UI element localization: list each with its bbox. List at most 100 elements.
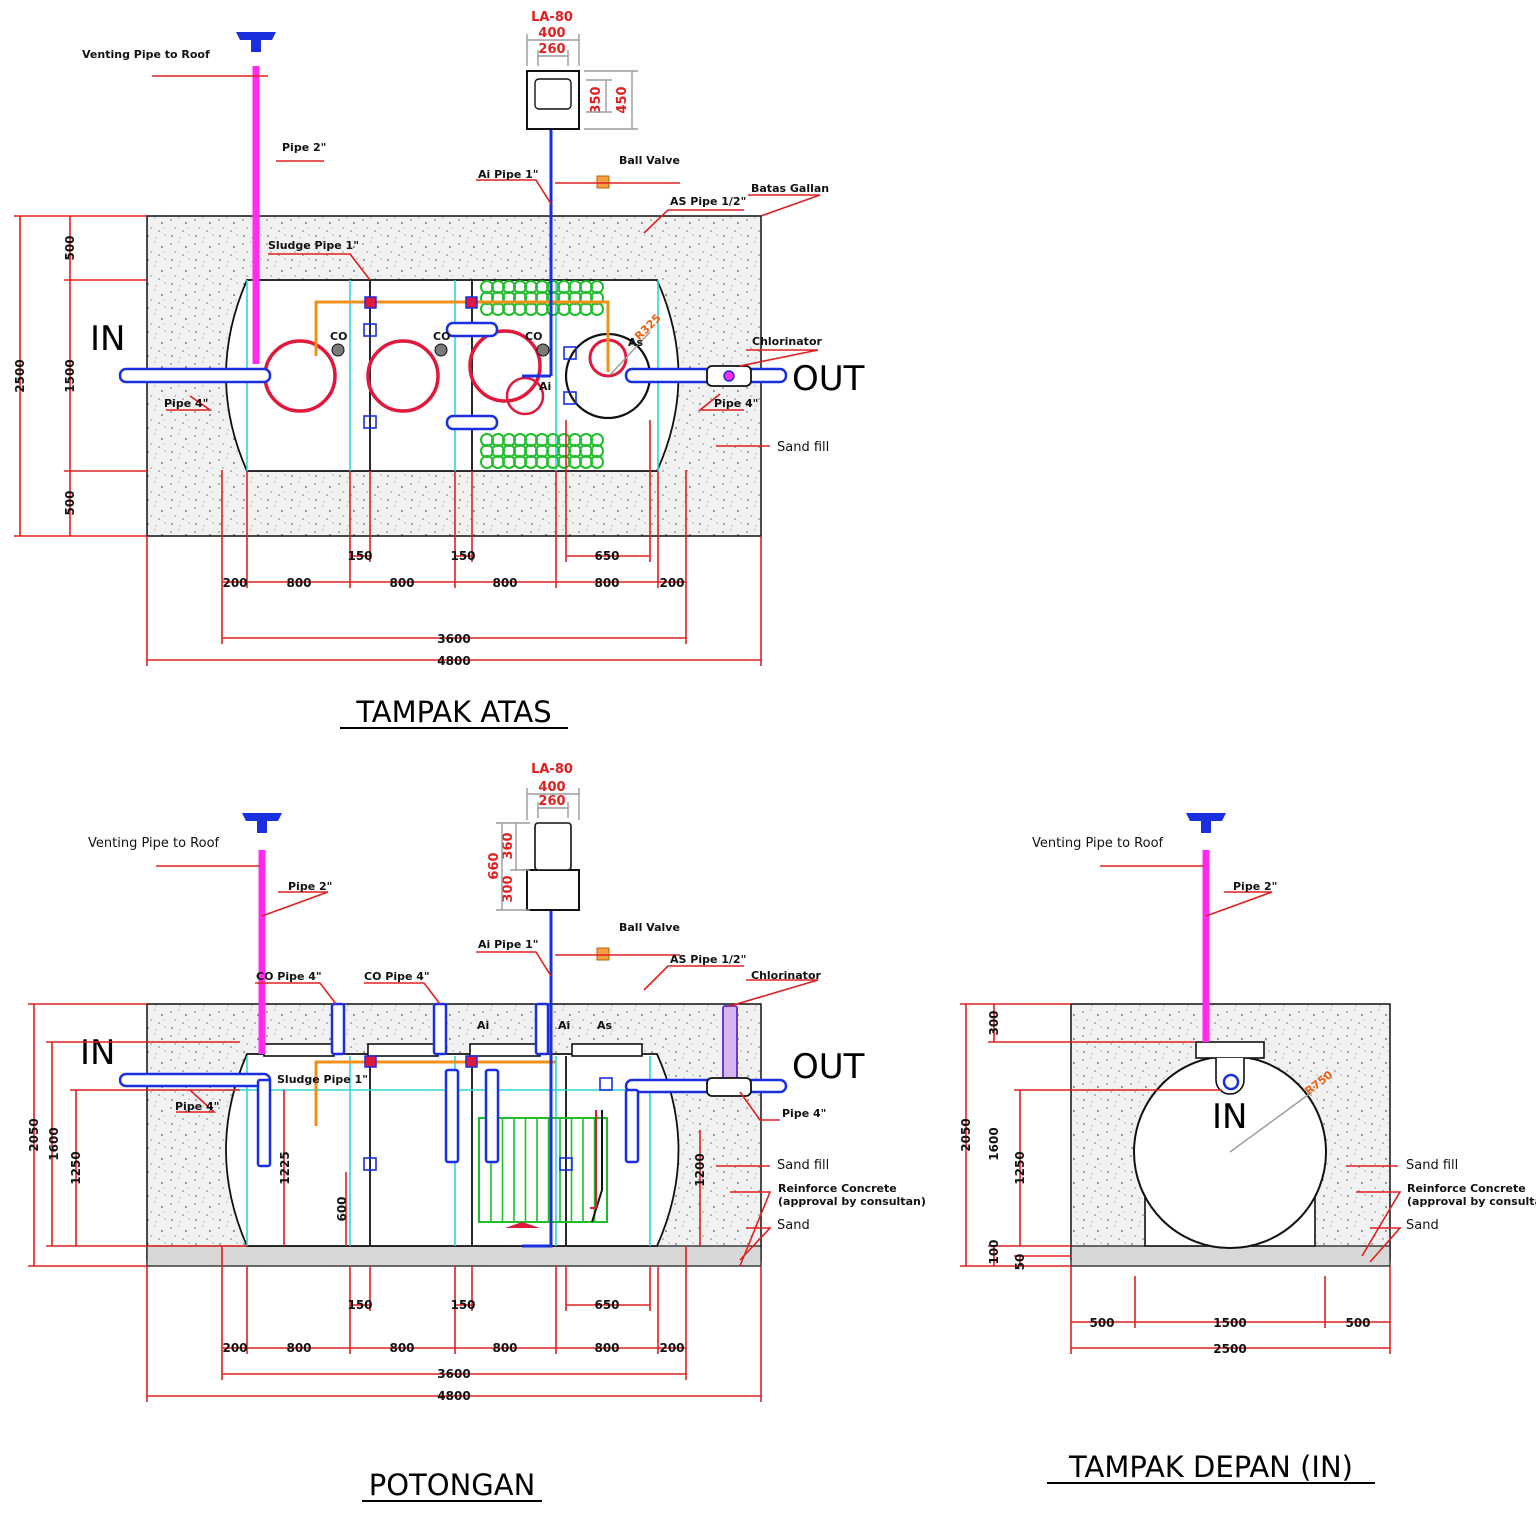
pipe-joint-icon: [599, 1077, 613, 1091]
section-view: LA-80 400 260 660 360 300 Venting Pipe t…: [27, 762, 926, 1502]
front-view: Venting Pipe to Roof Pipe 2" IN R750 San…: [959, 813, 1536, 1484]
valve-icon: [465, 296, 478, 309]
label-co: CO: [433, 330, 450, 343]
media-ring: [590, 455, 604, 469]
dim-text: 800: [492, 1341, 517, 1355]
dim-text: 150: [450, 1298, 475, 1312]
cleanout-icon: [536, 343, 550, 357]
dim-text: 260: [538, 794, 565, 809]
section-co-pipe: [330, 1002, 346, 1056]
top-blower-model: LA-80: [531, 10, 573, 25]
section-co-pipe: [534, 1002, 550, 1056]
top-view: LA-80 400 260 350 450 Venting Pipe to Ro…: [13, 10, 865, 729]
leader-lines: [152, 75, 821, 447]
label-co-pipe: CO Pipe 4": [364, 970, 430, 983]
section-manhole: [469, 1043, 541, 1057]
dim-text: 4800: [437, 654, 470, 668]
dim-text: 400: [538, 780, 565, 795]
dim-text: 2050: [959, 1118, 973, 1151]
dim-text: 150: [347, 1298, 372, 1312]
label-in: IN: [80, 1033, 115, 1073]
blower-icon: [534, 822, 572, 871]
label-reinforce-concrete: Reinforce Concrete: [778, 1182, 897, 1195]
chlorinator-core-icon: [723, 370, 735, 382]
label-pipe4-out: Pipe 4": [782, 1107, 826, 1120]
section-outlet-pipe: [624, 1078, 788, 1094]
label-chlorinator: Chlorinator: [751, 969, 821, 982]
front-sand-base: [1070, 1245, 1391, 1267]
vent-cap-icon: [242, 813, 282, 833]
label-ai: Ai: [539, 380, 551, 393]
label-sand: Sand: [1406, 1218, 1439, 1233]
top-media-grid: [480, 433, 604, 469]
front-inlet-pipe: [1222, 1073, 1240, 1091]
vent-cap-icon: [236, 32, 276, 52]
label-out: OUT: [792, 1047, 865, 1087]
ball-valve-icon: [596, 175, 610, 189]
dim-text: 1250: [69, 1151, 83, 1184]
section-co-pipe: [432, 1002, 448, 1056]
dim-text: 200: [659, 1341, 684, 1355]
dim-lines-bottom: [146, 420, 762, 666]
valve-icon: [465, 1055, 478, 1068]
label-chlorinator: Chlorinator: [752, 335, 822, 348]
section-manhole: [571, 1043, 643, 1057]
section-manhole: [263, 1043, 335, 1057]
label-as-pipe: AS Pipe 1/2": [670, 195, 746, 208]
dim-text: 4800: [437, 1389, 470, 1403]
dim-text: 500: [63, 235, 77, 260]
label-sand: Sand: [777, 1218, 810, 1233]
pipe-joint-icon: [363, 323, 377, 337]
top-co-pipe-icon: [445, 321, 499, 431]
section-air-pipe: [522, 860, 553, 1248]
label-ball-valve: Ball Valve: [619, 154, 680, 167]
dim-text: 1600: [987, 1127, 1001, 1160]
top-view-title: TAMPAK ATAS: [355, 695, 551, 729]
vent-cap-icon: [1186, 813, 1226, 833]
dim-text: 1200: [693, 1153, 707, 1186]
label-approval: (approval by consultan): [1407, 1195, 1536, 1208]
front-manhole: [1195, 1041, 1265, 1059]
section-co-tee: [484, 1068, 500, 1164]
label-as: As: [597, 1019, 613, 1032]
dim-lines-bottom: [146, 1246, 762, 1402]
section-manhole: [367, 1043, 439, 1057]
label-venting: Venting Pipe to Roof: [88, 836, 220, 851]
label-pipe2: Pipe 2": [288, 880, 332, 893]
dim-text: 1500: [1213, 1316, 1246, 1330]
label-ai: Ai: [558, 1019, 570, 1032]
section-inlet-pipe: [118, 1072, 272, 1088]
label-sludge-pipe: Sludge Pipe 1": [277, 1073, 368, 1086]
label-venting: Venting Pipe to Roof: [1032, 836, 1164, 851]
dim-text: 800: [594, 576, 619, 590]
diffuser-icon: [505, 1222, 540, 1228]
label-as: As: [628, 336, 644, 349]
top-radius-line: [609, 331, 651, 376]
dim-text: 200: [222, 1341, 247, 1355]
dim-text: 800: [594, 1341, 619, 1355]
top-media-grid: [480, 280, 604, 316]
label-reinforce-concrete: Reinforce Concrete: [1407, 1182, 1526, 1195]
label-sludge-pipe: Sludge Pipe 1": [268, 239, 359, 252]
dim-text: 1225: [278, 1151, 292, 1184]
label-as-pipe: AS Pipe 1/2": [670, 953, 746, 966]
dim-text: 660: [487, 852, 502, 879]
dim-text: 2500: [13, 359, 27, 392]
cleanout-icon: [331, 343, 345, 357]
valve-icon: [364, 296, 377, 309]
section-view-title: POTONGAN: [369, 1468, 536, 1502]
label-in: IN: [1212, 1097, 1247, 1137]
dim-text: 300: [987, 1010, 1001, 1035]
dim-text: 200: [659, 576, 684, 590]
dim-lines-left: [14, 215, 147, 537]
section-inlet-tee: [256, 1078, 272, 1168]
dim-lines-left: [960, 1003, 1222, 1267]
top-manhole-3b: [505, 376, 545, 416]
section-co-tee: [444, 1068, 460, 1164]
top-manhole-2: [366, 339, 440, 413]
dim-text: 500: [63, 490, 77, 515]
section-as-line: [590, 1110, 597, 1209]
top-sludge-pipe: [314, 300, 610, 372]
section-chlor-wall: [591, 1110, 603, 1223]
